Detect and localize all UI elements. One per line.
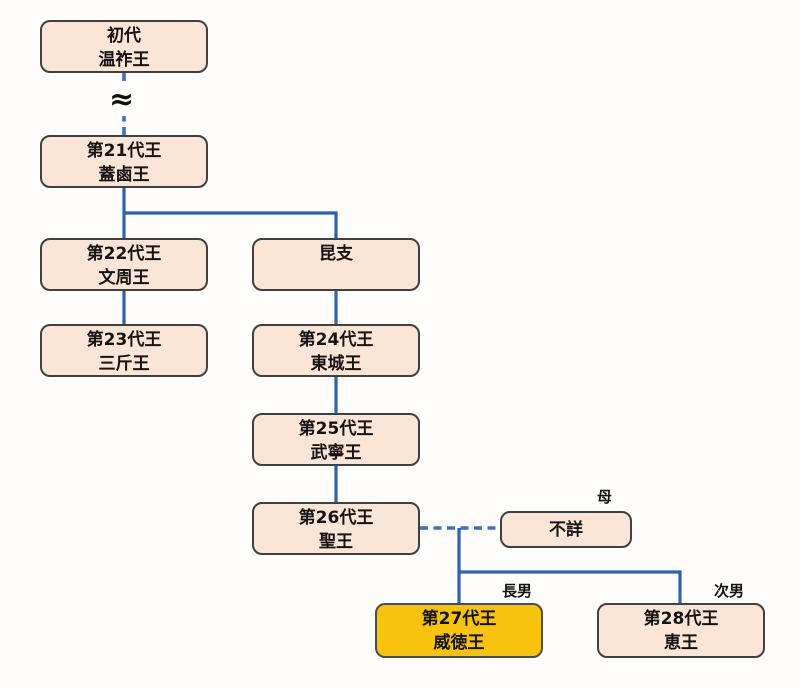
node-title: 初代 [107,26,141,46]
node-king-dongseong: 第24代王 東城王 [252,324,420,377]
node-unknown-mother: 不詳 [500,511,632,548]
node-king-samgeun: 第23代王 三斤王 [40,324,208,377]
node-title: 第26代王 [298,508,374,528]
node-title: 第22代王 [86,244,162,264]
node-king-hye: 第28代王 恵王 [597,603,765,658]
node-king-name: 威徳王 [433,633,485,653]
node-king-gaero: 第21代王 蓋鹵王 [40,135,208,188]
label-eldest-son: 長男 [502,582,533,600]
node-title: 第25代王 [298,419,374,439]
node-king-name: 聖王 [319,532,353,552]
node-title: 第23代王 [86,330,162,350]
node-title: 不詳 [549,519,583,540]
node-title: 第28代王 [643,609,719,629]
node-king-name: 東城王 [310,354,362,374]
connector-marriage-hye [459,570,682,603]
node-king-name: 文周王 [98,268,150,288]
node-title: 第27代王 [421,609,497,629]
node-king-muryeong: 第25代王 武寧王 [252,413,420,466]
node-king-name: 武寧王 [310,443,362,463]
node-king-onjo: 初代 温祚王 [40,20,208,73]
connector-gaero-gonji-branch [124,211,338,238]
node-king-name: 恵王 [664,633,698,653]
node-king-wideok-highlighted: 第27代王 威徳王 [375,603,543,658]
label-second-son: 次男 [714,582,745,600]
node-title: 第24代王 [298,330,374,350]
node-king-name: 蓋鹵王 [98,165,150,185]
node-king-munju: 第22代王 文周王 [40,238,208,291]
generation-gap-symbol: ≈ [106,84,138,116]
node-title: 昆支 [319,244,353,264]
label-mother: 母 [597,488,613,506]
node-gonji: 昆支 [252,238,420,291]
node-king-name: 温祚王 [98,50,150,70]
node-title: 第21代王 [86,141,162,161]
node-king-name: 三斤王 [98,354,150,374]
node-king-seong: 第26代王 聖王 [252,502,420,555]
